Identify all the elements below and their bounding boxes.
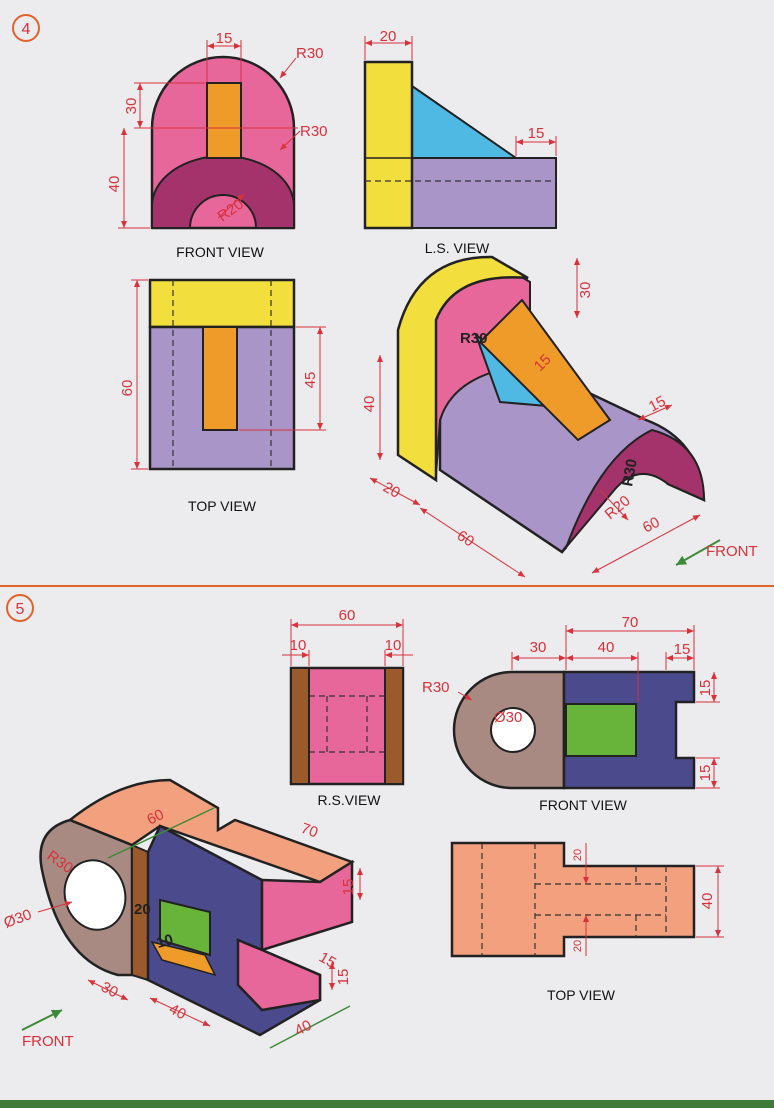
top-view-upright (148, 278, 296, 329)
dim-label: 15 (335, 969, 352, 986)
dim-label: 60 (454, 527, 477, 550)
dim-label: 40 (292, 1017, 315, 1040)
front-view-arch (151, 155, 295, 229)
ls-view-rib (411, 84, 520, 159)
dim-label: R30 (619, 458, 641, 488)
dim-line (269, 1005, 351, 1049)
front-view-label: FRONT VIEW (176, 244, 264, 260)
dim-label: 15 (646, 393, 669, 416)
rs-view-right-strip (384, 667, 404, 785)
iso-web (159, 898, 211, 957)
dim-label: 20 (134, 901, 151, 918)
dim-label: 60 (144, 806, 166, 829)
dim-label: 40 (598, 639, 615, 656)
dim-label: 60 (119, 380, 136, 397)
dim-label: 40 (361, 396, 378, 413)
iso-upper-prong (260, 859, 354, 952)
page-border-bottom (0, 1100, 774, 1108)
dim-label: Ø30 (494, 709, 522, 726)
dim-label: 60 (339, 607, 356, 624)
front-arrow-icon (21, 1009, 63, 1031)
exercise-number: 5 (16, 601, 25, 618)
front-view-label: FRONT VIEW (539, 797, 627, 813)
exercise-4: 4 15 R30 30 R30 40 R20 FRONT VIEW (12, 14, 758, 578)
front-view-hole (490, 707, 536, 753)
dim-label: 30 (98, 979, 121, 1002)
top-view-label: TOP VIEW (547, 987, 616, 1003)
dim-label: 20 (572, 940, 584, 952)
iso-orange-rib (478, 298, 612, 442)
dim-label: 40 (166, 1001, 189, 1024)
exercise-number: 4 (22, 21, 31, 38)
dim-label: 30 (530, 639, 547, 656)
top-view-5: 20 20 40 TOP VIEW (450, 841, 724, 1003)
dim-label: R30 (296, 45, 324, 62)
isometric-4: 30 R30 15 40 15 R30 20 R20 60 60 FRONT (361, 255, 758, 578)
ls-view-upright (363, 60, 414, 230)
dim-label: R30 (460, 330, 488, 347)
dim-label: 15 (697, 765, 714, 782)
dim-label: 20 (380, 28, 397, 45)
ls-view-base (411, 157, 557, 229)
dim-label: 10 (290, 637, 307, 654)
ls-view-label: L.S. VIEW (425, 240, 490, 256)
rs-view-label: R.S.VIEW (317, 792, 381, 808)
dim-label: 15 (340, 879, 357, 896)
dim-label: 70 (299, 820, 320, 842)
dim-label: 60 (640, 514, 663, 537)
dim-label: 20 (572, 849, 584, 861)
dim-label: 10 (385, 637, 402, 654)
exercise-5: 5 60 10 10 R.S.VIEW (2, 594, 724, 1050)
dim-label: 15 (697, 680, 714, 697)
dim-label: R30 (422, 679, 450, 696)
dim-label: 40 (106, 176, 123, 193)
dim-label: R30 (300, 123, 328, 140)
top-view-rib (202, 326, 238, 431)
top-view-4: 60 45 TOP VIEW (119, 278, 326, 514)
front-arrow-icon (675, 539, 721, 566)
dim-label: 40 (699, 893, 716, 910)
dim-line (107, 807, 215, 859)
iso-slot-floor (150, 940, 217, 977)
dim-label: 15 (528, 125, 545, 142)
dim-label: 30 (577, 282, 594, 299)
top-view-body (450, 841, 696, 958)
dim-label: 10 (155, 931, 176, 952)
exercise-number-badge (12, 14, 40, 42)
dim-label: 20 (380, 479, 403, 502)
front-view-5: 70 30 40 15 R30 Ø30 15 15 FRONT VIEW (422, 614, 720, 813)
iso-end-arch (561, 428, 706, 553)
top-view-label: TOP VIEW (188, 498, 257, 514)
exercise-number-badge (6, 594, 34, 622)
dim-label: 70 (622, 614, 639, 631)
iso-yellow-face (396, 255, 529, 483)
dim-label: 15 (216, 30, 233, 47)
dim-label: 45 (302, 372, 319, 389)
rs-view-left-strip (290, 667, 310, 785)
front-view-web (565, 703, 637, 757)
ls-view-4: 20 15 L.S. VIEW (363, 28, 557, 256)
dim-label: 30 (123, 98, 140, 115)
front-view-4: 15 R30 30 R30 40 R20 FRONT VIEW (106, 30, 328, 260)
dim-label: 15 (316, 949, 339, 972)
isometric-5: 60 70 R30 Ø30 20 10 15 15 15 30 40 40 FR… (2, 778, 363, 1050)
dim-label: 15 (674, 641, 691, 658)
dim-label: Ø30 (2, 906, 34, 932)
front-label: FRONT (22, 1033, 74, 1050)
front-label: FRONT (706, 543, 758, 560)
rs-view-5: 60 10 10 R.S.VIEW (282, 607, 413, 808)
iso-lower-prong (236, 938, 322, 1012)
front-view-rib (206, 82, 242, 159)
